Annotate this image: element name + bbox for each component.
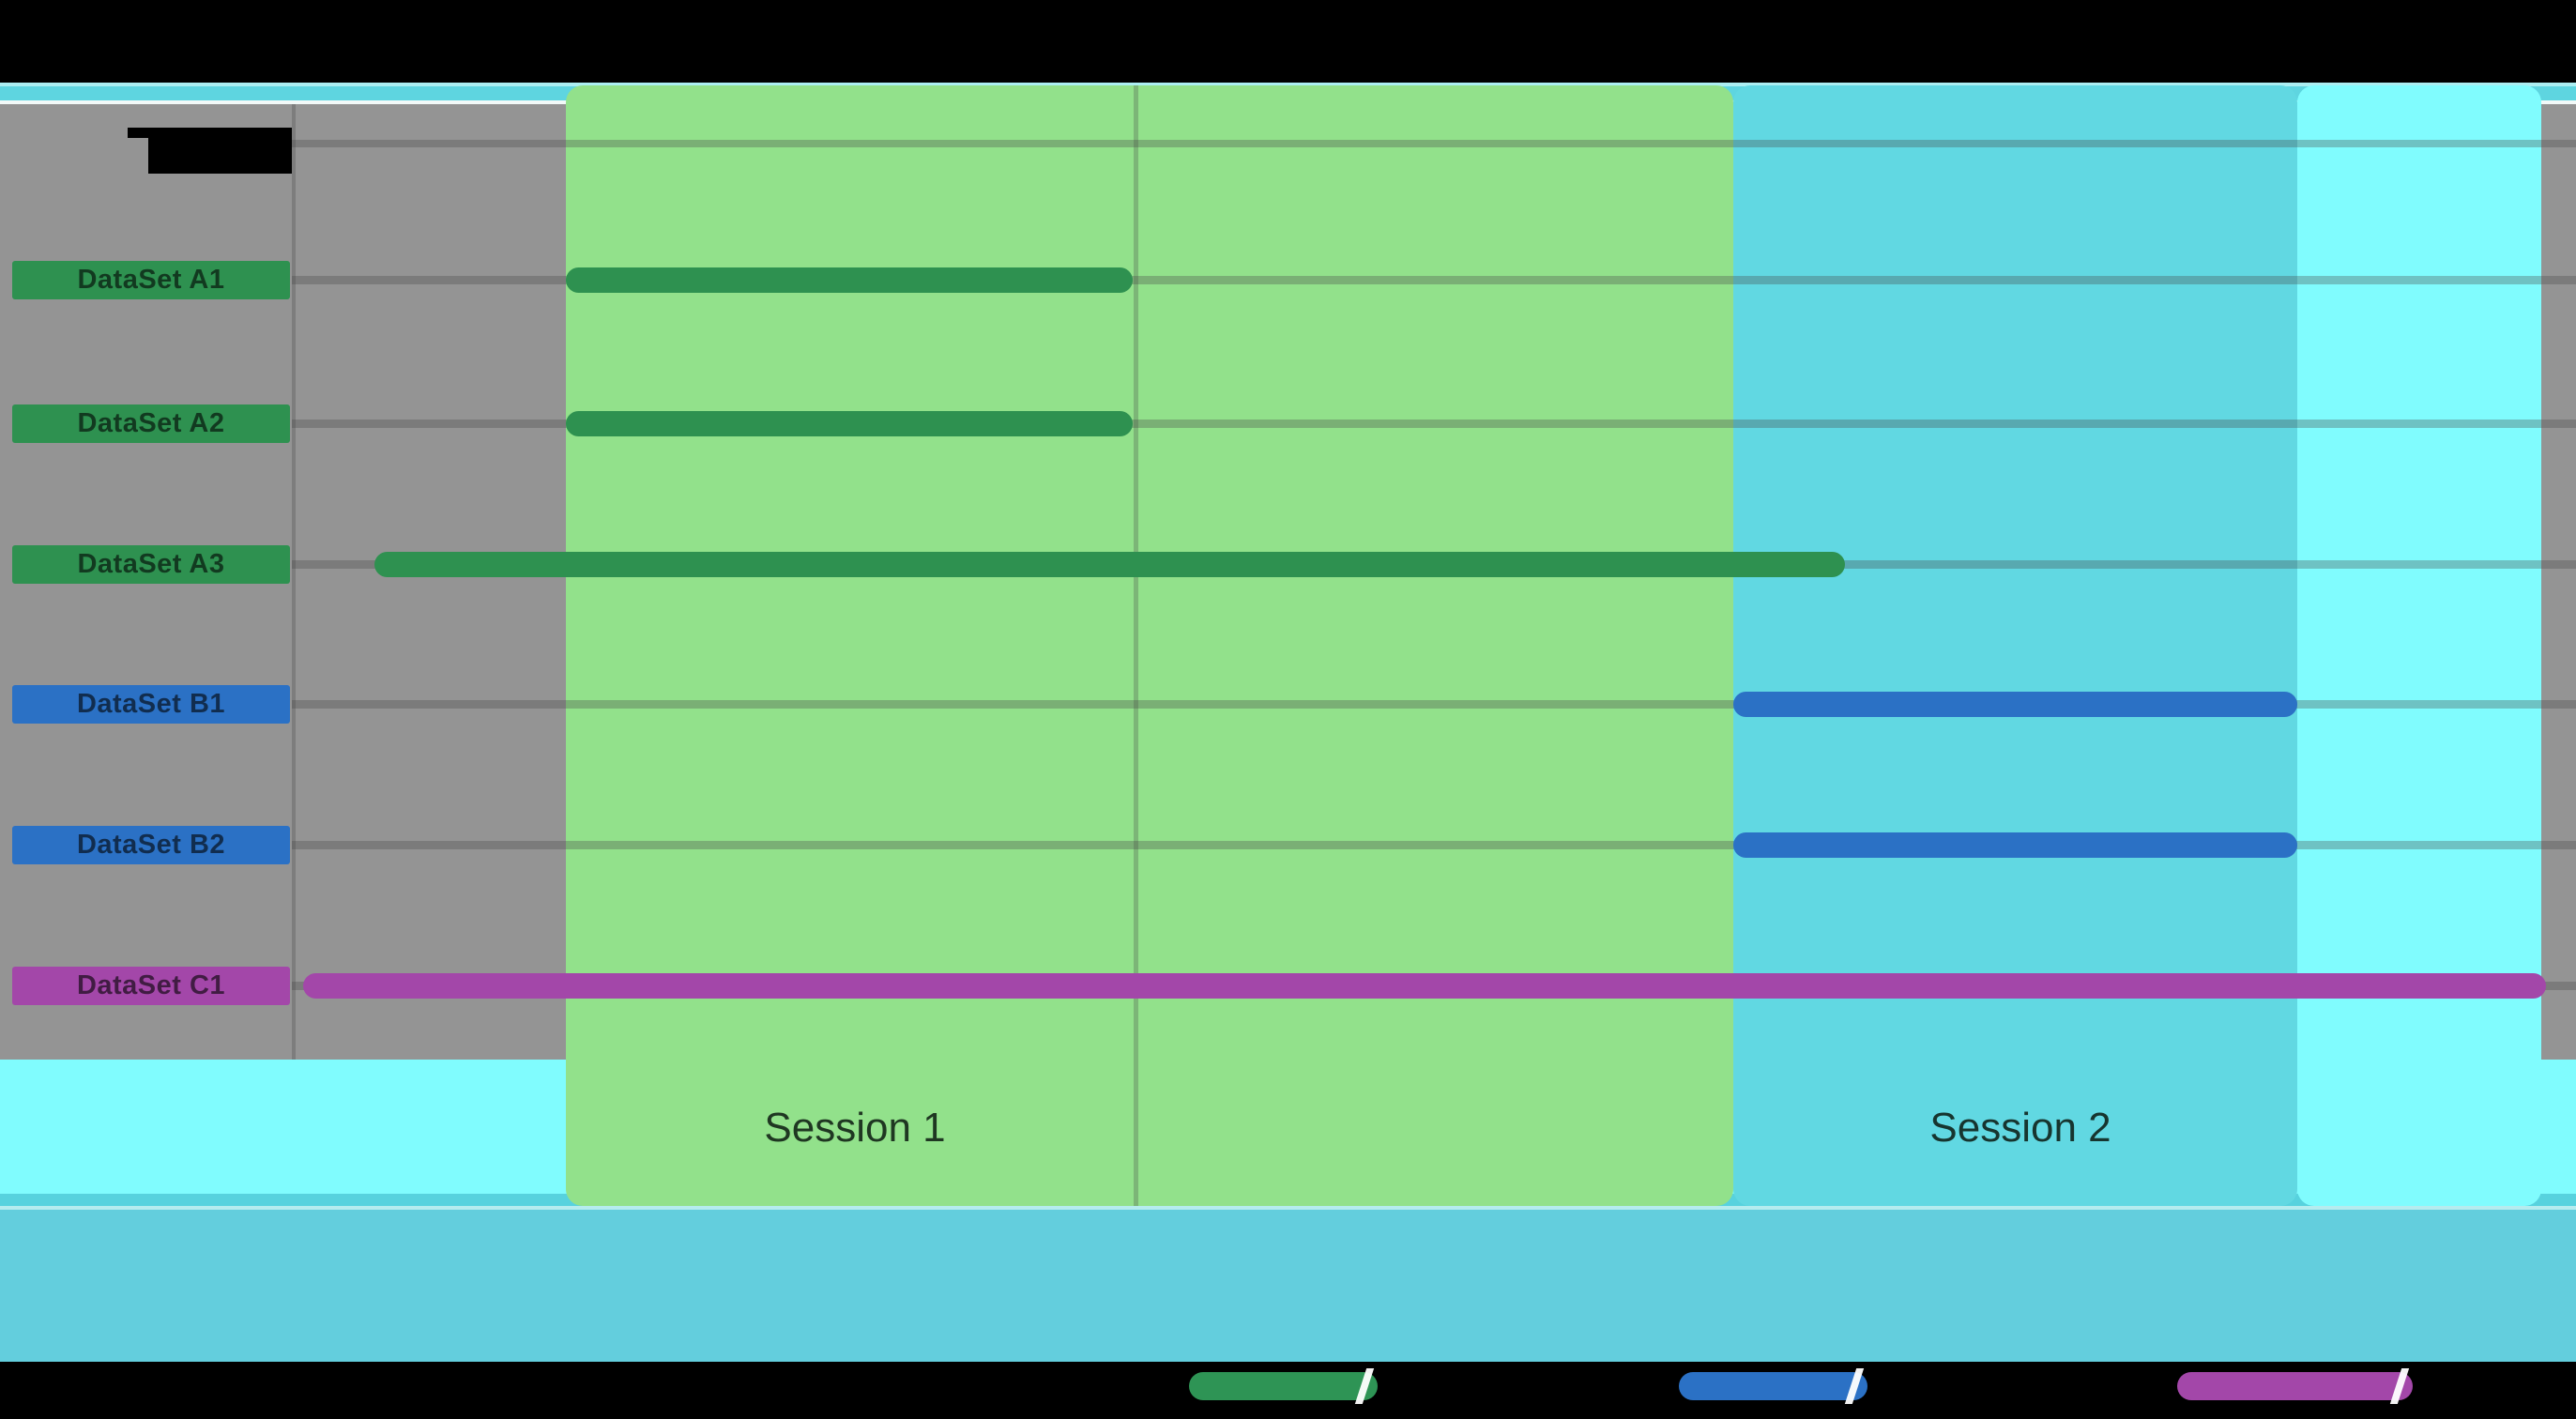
legend-swatch-blue	[1679, 1372, 1867, 1400]
session-band-1	[566, 85, 1733, 1206]
timeline-bar-6	[303, 973, 2546, 999]
timeline-bar-5	[1733, 832, 2297, 858]
legend-swatch-purple	[2177, 1372, 2413, 1400]
vertical-gridline-1	[292, 104, 296, 1060]
timeline-bar-2	[566, 411, 1133, 436]
row-label-badge-4: DataSet B1	[12, 685, 290, 724]
session-2-label: Session 2	[1929, 1105, 2111, 1151]
row-label-badge-6: DataSet C1	[12, 967, 290, 1005]
legend-swatch-green	[1189, 1372, 1378, 1400]
time-header-label: Time	[148, 128, 292, 174]
row-label-badge-1: DataSet A1	[12, 261, 290, 299]
row-label-badge-2: DataSet A2	[12, 404, 290, 443]
row-gridline-4	[292, 700, 2576, 709]
row-gridline-2	[292, 420, 2576, 428]
top-strip-highlight	[0, 83, 2576, 86]
row-gridline-5	[292, 841, 2576, 849]
footer-highlight	[0, 1206, 2576, 1210]
timeline-bar-4	[1733, 692, 2297, 717]
footer-cyan-band	[0, 1210, 2576, 1362]
row-label-badge-3: DataSet A3	[12, 545, 290, 584]
timeline-bar-1	[566, 267, 1133, 293]
timeline-bar-3	[374, 552, 1845, 577]
session-band-2	[1733, 85, 2297, 1206]
session-band-3	[2297, 85, 2541, 1206]
vertical-gridline-2	[1134, 85, 1138, 1206]
session-1-label: Session 1	[764, 1105, 946, 1151]
header-gridline	[292, 140, 2576, 147]
row-label-badge-5: DataSet B2	[12, 826, 290, 864]
row-gridline-1	[292, 276, 2576, 284]
